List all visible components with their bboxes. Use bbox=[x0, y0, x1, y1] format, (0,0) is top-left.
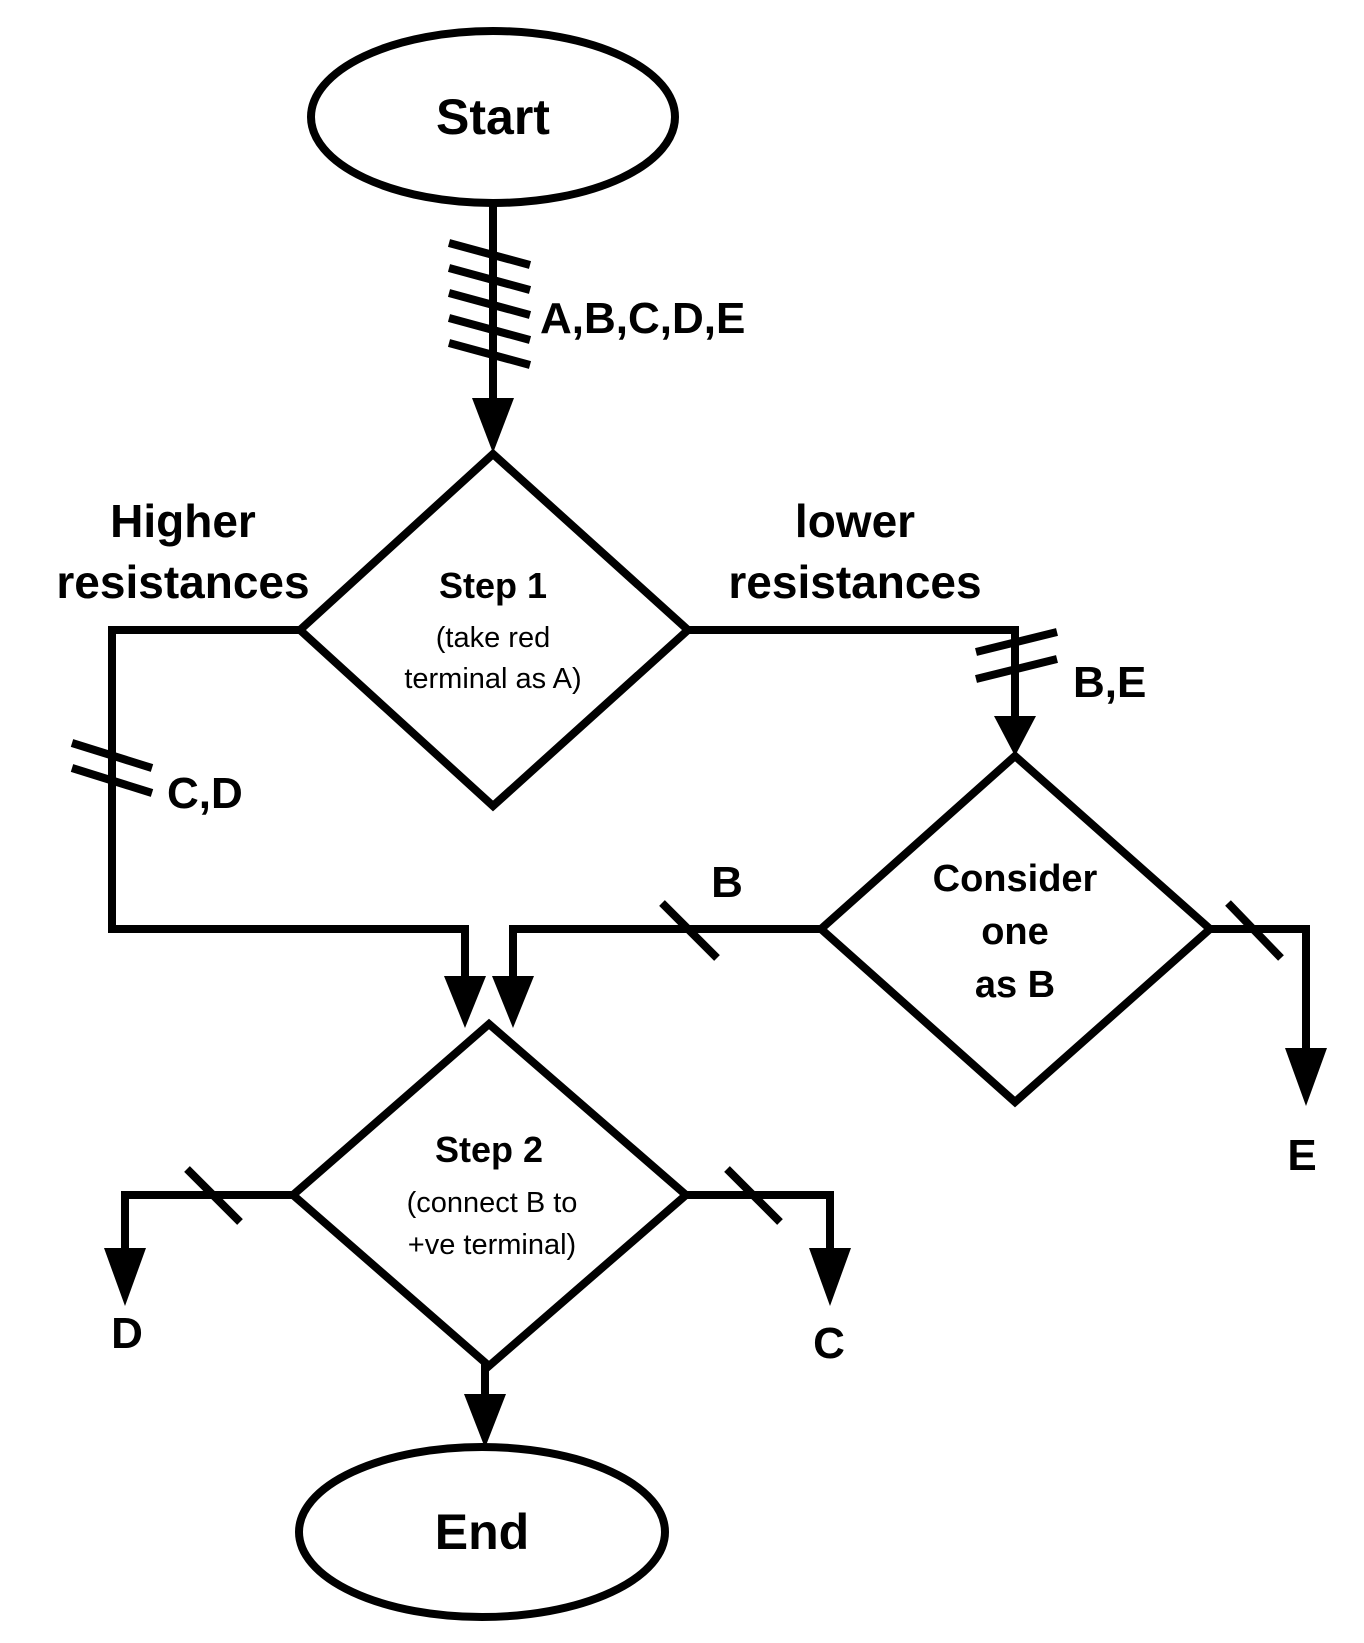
arrowhead-out-d bbox=[104, 1248, 146, 1306]
step1-note-line2: terminal as A) bbox=[404, 663, 581, 695]
consider-left-connector bbox=[509, 925, 825, 982]
consider-line3: as B bbox=[975, 964, 1055, 1006]
step1-title: Step 1 bbox=[439, 565, 547, 606]
end-node bbox=[295, 1443, 669, 1621]
step1-note-line1: (take red bbox=[436, 622, 550, 654]
bus-tick-step2-left bbox=[184, 1166, 243, 1225]
output-label-e: E bbox=[1287, 1131, 1316, 1180]
bus-tick-consider-left bbox=[659, 900, 720, 961]
step2-note-line2: +ve terminal) bbox=[408, 1229, 576, 1261]
consider-line1: Consider bbox=[933, 858, 1098, 900]
output-label-d: D bbox=[111, 1309, 143, 1358]
bus-label-start-out: A,B,C,D,E bbox=[540, 294, 745, 343]
step2-left-connector bbox=[121, 1191, 297, 1254]
step1-decision bbox=[294, 448, 694, 812]
arrowhead-out-e bbox=[1285, 1048, 1327, 1106]
bus-ticks-step1-left bbox=[70, 739, 154, 797]
bus-label-step1-left: C,D bbox=[167, 769, 243, 818]
bus-ticks-start-out bbox=[447, 239, 532, 369]
arrowhead-into-end bbox=[464, 1394, 506, 1448]
consider-right-connector bbox=[1206, 925, 1310, 1054]
step2-right-connector bbox=[682, 1191, 834, 1254]
end-label: End bbox=[435, 1504, 529, 1560]
bus-label-consider-left: B bbox=[711, 858, 743, 907]
arrowhead-out-c bbox=[809, 1248, 851, 1306]
higher-resistances-label-line2: resistances bbox=[56, 556, 309, 608]
arrowhead-left-into-step2 bbox=[444, 976, 486, 1028]
bus-tick-consider-right bbox=[1225, 900, 1284, 961]
start-label: Start bbox=[436, 89, 550, 145]
bus-ticks-step1-right bbox=[975, 628, 1058, 683]
consider-decision bbox=[814, 750, 1217, 1108]
consider-line2: one bbox=[981, 911, 1049, 953]
output-label-c: C bbox=[813, 1319, 845, 1368]
lower-resistances-label-line2: resistances bbox=[728, 556, 981, 608]
step1-left-connector bbox=[108, 626, 469, 982]
step1-right-connector bbox=[684, 626, 1019, 722]
step2-note-line1: (connect B to bbox=[407, 1187, 578, 1219]
bus-label-step1-right: B,E bbox=[1073, 658, 1146, 707]
arrowhead-into-step1 bbox=[472, 398, 514, 453]
lower-resistances-label-line1: lower bbox=[795, 495, 915, 547]
step2-title: Step 2 bbox=[435, 1129, 543, 1170]
arrowhead-into-consider bbox=[994, 716, 1036, 756]
higher-resistances-label-line1: Higher bbox=[110, 495, 256, 547]
bus-tick-step2-right bbox=[724, 1166, 783, 1225]
arrowhead-right-into-step2 bbox=[492, 976, 534, 1028]
